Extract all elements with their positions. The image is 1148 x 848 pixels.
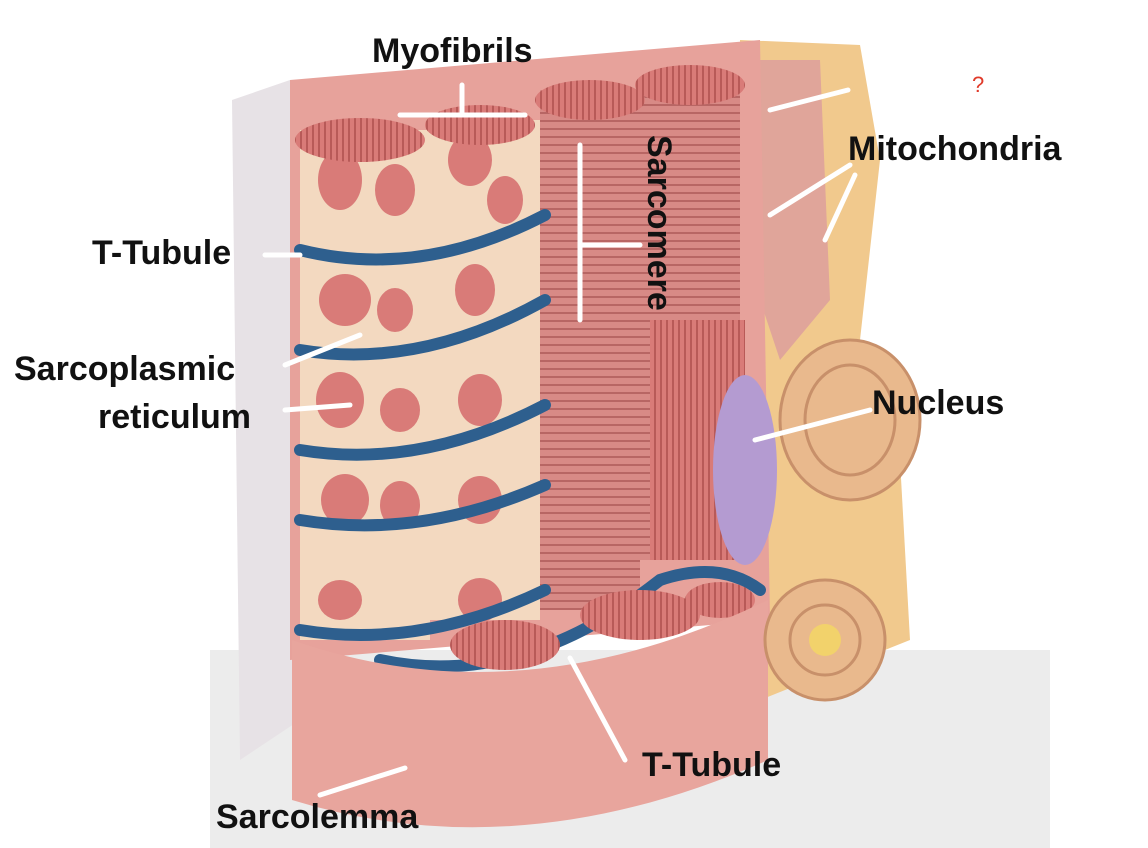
sr-arrow-1: [282, 332, 363, 368]
sarcolemma-label: Sarcolemma: [216, 798, 419, 836]
myofibril-disc: [635, 65, 745, 105]
sarcolemma-wall: [292, 600, 768, 828]
t-tubule-left-label: T-Tubule: [92, 234, 232, 272]
myofibril-column-1: [300, 130, 430, 640]
myofibril-disc: [425, 105, 535, 145]
myofibrils-label: Myofibrils: [372, 32, 533, 70]
myofibril-disc: [535, 80, 645, 120]
mito-arrow-1: [767, 162, 853, 218]
mitochondria-label: Mitochondria: [848, 130, 1062, 168]
t-tubule-bottom-label: T-Tubule: [642, 746, 782, 784]
mito-arrow-2: [822, 172, 858, 243]
top-right-arrow: [767, 87, 851, 113]
ttubule-bottom-arrow: [567, 655, 628, 763]
myofibril-column-2: [430, 120, 540, 620]
sarcoplasmic-label: Sarcoplasmic: [14, 350, 236, 388]
cross-section-disc: [685, 582, 755, 618]
nucleus-arrow: [752, 407, 873, 443]
outer-wrap: [232, 80, 300, 760]
sarcolemma-arrow: [317, 765, 408, 798]
sarcomere-label: Sarcomere: [640, 135, 678, 311]
membrane-layer: [755, 60, 830, 360]
satellite-cell: [778, 338, 922, 502]
myofibril-striated-1: [540, 90, 640, 610]
reticulum-label: reticulum: [98, 398, 252, 436]
question-mark: ?: [972, 72, 985, 97]
cross-section-disc: [580, 590, 700, 640]
satellite-core: [809, 624, 841, 656]
myofibril-disc: [295, 118, 425, 162]
satellite-cell-2: [788, 603, 862, 677]
nucleus-label: Nucleus: [872, 384, 1005, 422]
myofibrils-bracket: [397, 82, 528, 118]
cross-section-disc: [450, 620, 560, 670]
sarcomere-bracket: [577, 142, 643, 323]
nucleus-shape: [713, 375, 777, 565]
sr-arrow-2: [282, 402, 353, 413]
satellite-cell: [803, 363, 897, 477]
